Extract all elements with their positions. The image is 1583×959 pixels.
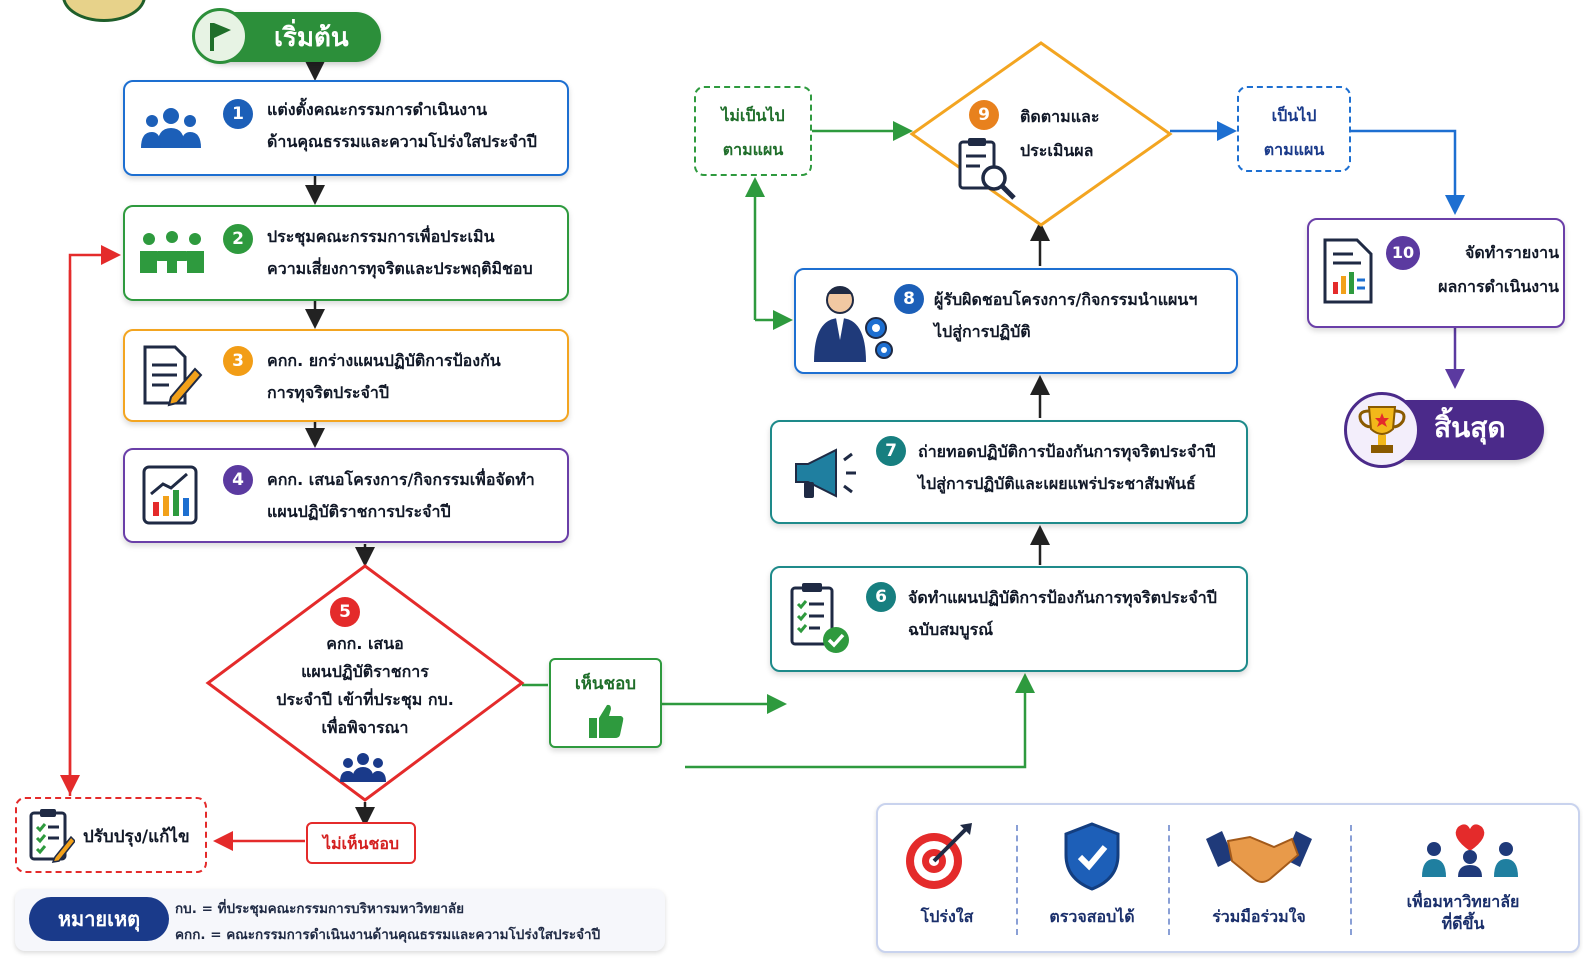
reject-box: ไม่เห็นชอบ xyxy=(306,822,416,864)
step-1-line2: ด้านคุณธรรมและความโปร่งใสประจำปี xyxy=(267,132,537,151)
step-10-line1: จัดทำรายงาน xyxy=(1465,243,1559,262)
note-panel: หมายเหตุ กบ. = ที่ประชุมคณะกรรมการบริหาร… xyxy=(15,889,665,951)
step-5-line3: ประจำปี เข้าที่ประชุม กบ. xyxy=(276,690,454,709)
step-6-line1: จัดทำแผนปฏิบัติการป้องกันการทุจริตประจำป… xyxy=(908,588,1217,607)
note-line2: คกก. = คณะกรรมการดำเนินงานด้านคุณธรรมและ… xyxy=(175,927,601,943)
step-9-number: 9 xyxy=(969,100,999,130)
step-1-number: 1 xyxy=(223,99,253,129)
step-7-box: 7 ถ่ายทอดปฏิบัติการป้องกันการทุจริตประจำ… xyxy=(770,420,1248,524)
values-panel: โปร่งใส ตรวจสอบได้ ร่วมมือร่วมใจ เพื่อมห… xyxy=(876,803,1580,953)
trophy-icon xyxy=(1344,392,1420,468)
step-5-line1: คกก. เสนอ xyxy=(326,634,404,653)
step-3-box: 3 คกก. ยกร่างแผนปฏิบัติการป้องกันการทุจร… xyxy=(123,329,569,422)
step-4-box: 4 คกก. เสนอโครงการ/กิจกรรมเพื่อจัดทำแผนป… xyxy=(123,448,569,543)
off-plan-line1: ไม่เป็นไป xyxy=(721,106,785,125)
step-9-line1: ติดตามและ xyxy=(1020,107,1100,126)
end-label: สิ้นสุด xyxy=(1434,411,1506,444)
note-title: หมายเหตุ xyxy=(29,897,169,941)
value-cooperation: ร่วมมือร่วมใจ xyxy=(1212,907,1306,926)
shield-check-icon xyxy=(1062,821,1122,895)
step-3-line2: การทุจริตประจำปี xyxy=(267,383,390,402)
step-10-number: 10 xyxy=(1386,236,1420,270)
step-4-line2: แผนปฏิบัติราชการประจำปี xyxy=(267,502,451,521)
step-8-line1: ผู้รับผิดชอบโครงการ/กิจกรรมนำแผนฯ xyxy=(934,290,1198,309)
people-group-icon xyxy=(139,104,203,156)
reject-label: ไม่เห็นชอบ xyxy=(322,834,400,853)
step-2-box: 2 ประชุมคณะกรรมการเพื่อประเมินความเสี่ยง… xyxy=(123,205,569,301)
start-label: เริ่มต้น xyxy=(274,23,349,53)
step-2-line2: ความเสี่ยงการทุจริตและประพฤติมิชอบ xyxy=(267,259,533,278)
on-plan-box: เป็นไป ตามแผน xyxy=(1237,86,1351,172)
end-node: สิ้นสุด xyxy=(1344,392,1544,468)
step-8-line2: ไปสู่การปฏิบัติ xyxy=(934,322,1031,341)
step-5-diamond xyxy=(205,564,525,802)
step-8-box: 8 ผู้รับผิดชอบโครงการ/กิจกรรมนำแผนฯไปสู่… xyxy=(794,268,1238,374)
step-5-number: 5 xyxy=(330,597,360,627)
step-2-number: 2 xyxy=(223,224,253,254)
step-10-box: 10 จัดทำรายงาน ผลการดำเนินงาน xyxy=(1307,218,1565,328)
step-7-line2: ไปสู่การปฏิบัติและเผยแพร่ประชาสัมพันธ์ xyxy=(918,474,1196,493)
step-7-line1: ถ่ายทอดปฏิบัติการป้องกันการทุจริตประจำปี xyxy=(918,442,1216,461)
step-3-number: 3 xyxy=(223,346,253,376)
clipboard-check-icon xyxy=(27,807,77,867)
step-4-number: 4 xyxy=(223,465,253,495)
report-chart-icon xyxy=(1321,238,1377,310)
people-heart-icon xyxy=(1420,819,1520,881)
clipboard-search-icon xyxy=(956,136,1022,206)
thumbs-up-icon xyxy=(587,702,625,744)
value-transparent: โปร่งใส xyxy=(920,907,974,926)
document-pencil-icon xyxy=(141,345,205,411)
step-2-line1: ประชุมคณะกรรมการเพื่อประเมิน xyxy=(267,227,495,246)
revise-box: ปรับปรุง/แก้ไข xyxy=(15,797,207,873)
value-accountable: ตรวจสอบได้ xyxy=(1049,907,1135,926)
on-plan-line2: ตามแผน xyxy=(1263,140,1325,159)
step-6-box: 6 จัดทำแผนปฏิบัติการป้องกันการทุจริตประจ… xyxy=(770,566,1248,672)
flag-icon xyxy=(192,8,248,64)
off-plan-line2: ตามแผน xyxy=(722,140,784,159)
revise-label: ปรับปรุง/แก้ไข xyxy=(83,827,190,847)
approve-label: เห็นชอบ xyxy=(574,674,637,694)
step-3-line1: คกก. ยกร่างแผนปฏิบัติการป้องกัน xyxy=(267,351,501,370)
value-better-university-1: เพื่อมหาวิทยาลัย xyxy=(1406,892,1520,911)
step-1-box: 1 แต่งตั้งคณะกรรมการดำเนินงานด้านคุณธรรม… xyxy=(123,80,569,176)
step-10-line2: ผลการดำเนินงาน xyxy=(1438,277,1559,296)
target-icon xyxy=(902,821,974,897)
step-6-line2: ฉบับสมบูรณ์ xyxy=(908,620,994,639)
step-9-line2: ประเมินผล xyxy=(1020,141,1094,160)
step-8-number: 8 xyxy=(894,284,924,314)
on-plan-line1: เป็นไป xyxy=(1271,106,1317,125)
handshake-icon xyxy=(1204,825,1314,893)
meeting-icon xyxy=(137,229,207,283)
step-6-number: 6 xyxy=(866,582,896,612)
approve-box: เห็นชอบ xyxy=(549,658,662,748)
chart-tablet-icon xyxy=(141,464,201,530)
clipboard-approved-icon xyxy=(786,580,856,660)
manager-gears-icon xyxy=(806,280,896,368)
start-node: เริ่มต้น xyxy=(192,8,381,64)
step-1-line1: แต่งตั้งคณะกรรมการดำเนินงาน xyxy=(267,100,487,119)
step-4-line1: คกก. เสนอโครงการ/กิจกรรมเพื่อจัดทำ xyxy=(267,470,535,489)
off-plan-box: ไม่เป็นไป ตามแผน xyxy=(694,86,812,176)
people-group-icon xyxy=(340,752,386,788)
value-better-university-2: ที่ดีขึ้น xyxy=(1441,914,1485,933)
step-7-number: 7 xyxy=(876,436,906,466)
step-5-line2: แผนปฏิบัติราชการ xyxy=(301,662,429,681)
step-5-line4: เพื่อพิจารณา xyxy=(321,718,409,737)
note-line1: กบ. = ที่ประชุมคณะกรรมการบริหารมหาวิทยาล… xyxy=(175,901,465,917)
megaphone-icon xyxy=(790,444,862,508)
